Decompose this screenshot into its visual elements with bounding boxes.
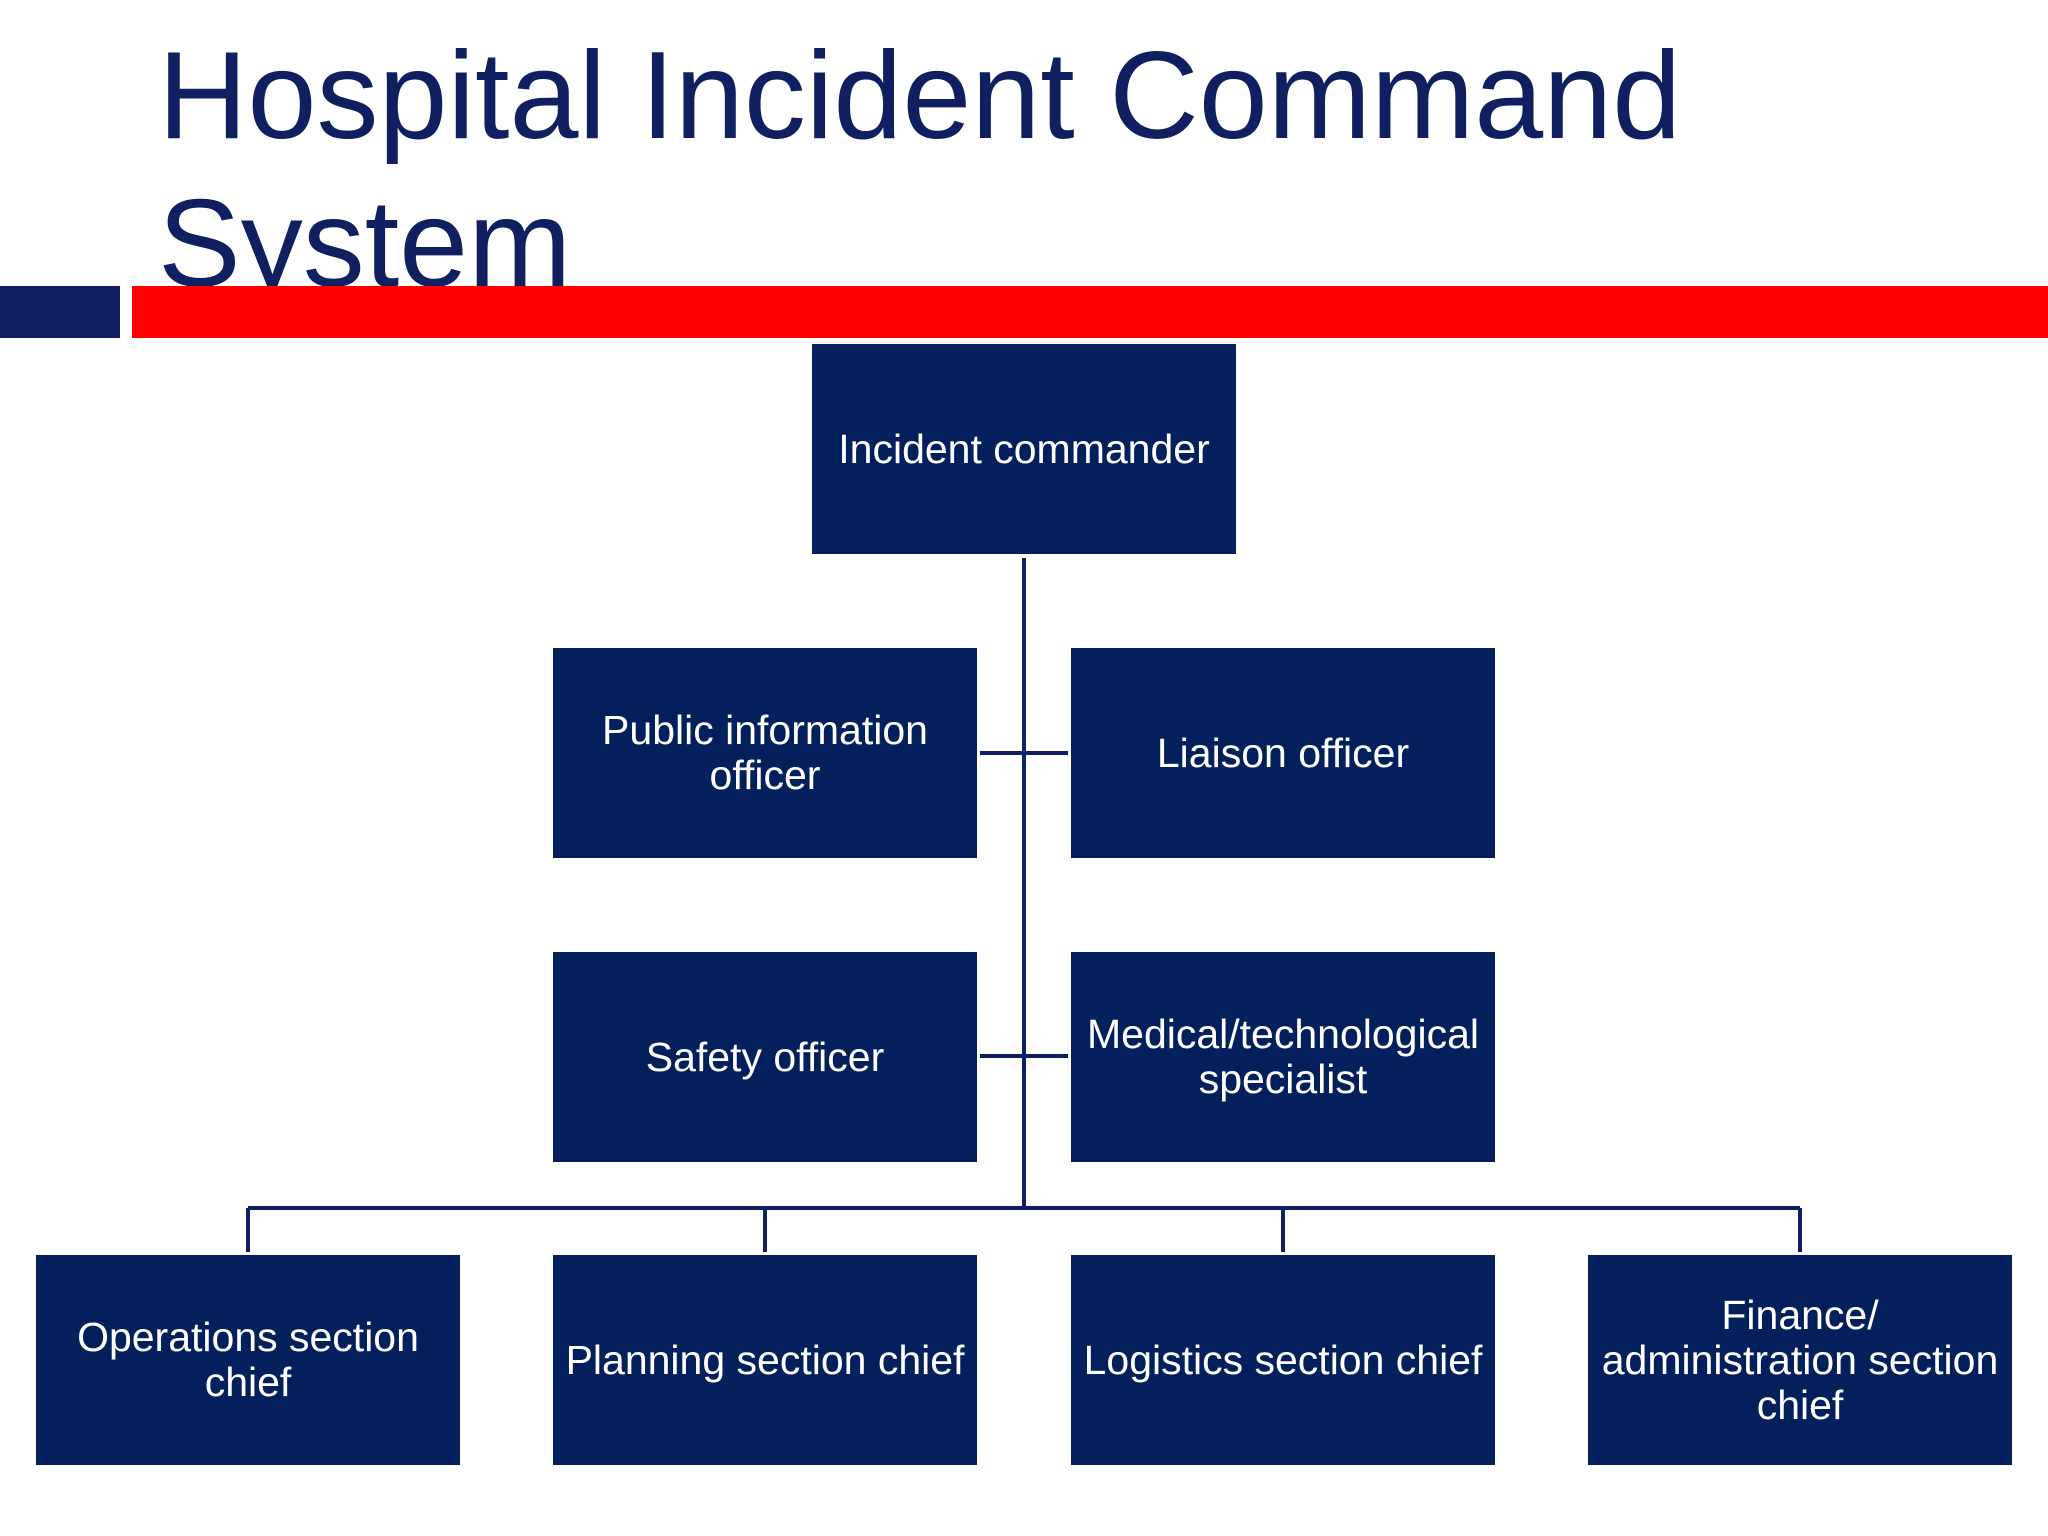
planning-section-chief-label: Planning section chief [565,1336,965,1383]
public-information-officer-label: Public information officer [602,707,928,798]
title-accent-bar-red [132,286,2048,338]
title-accent-bar-blue [0,286,120,338]
operations-section-chief-box: Operations section chief [36,1255,460,1465]
incident-commander-label: Incident commander [838,425,1210,472]
logistics-section-chief-box: Logistics section chief [1071,1255,1495,1465]
liaison-officer-label: Liaison officer [1156,729,1410,776]
medical-technological-specialist-box: Medical/technological specialist [1071,952,1495,1162]
safety-officer-box: Safety officer [553,952,977,1162]
finance-administration-section-chief-box: Finance/ administration section chief [1588,1255,2012,1465]
finance-administration-section-chief-label: Finance/ administration section chief [1601,1291,1999,1428]
operations-section-chief-label: Operations section chief [77,1314,419,1405]
incident-commander-box: Incident commander [812,344,1236,554]
medical-technological-specialist-label: Medical/technological specialist [1086,1011,1479,1102]
liaison-officer-box: Liaison officer [1071,648,1495,858]
logistics-section-chief-label: Logistics section chief [1083,1336,1483,1383]
slide-title: Hospital Incident Command System [158,27,1682,313]
public-information-officer-box: Public information officer [553,648,977,858]
safety-officer-label: Safety officer [645,1033,885,1080]
planning-section-chief-box: Planning section chief [553,1255,977,1465]
